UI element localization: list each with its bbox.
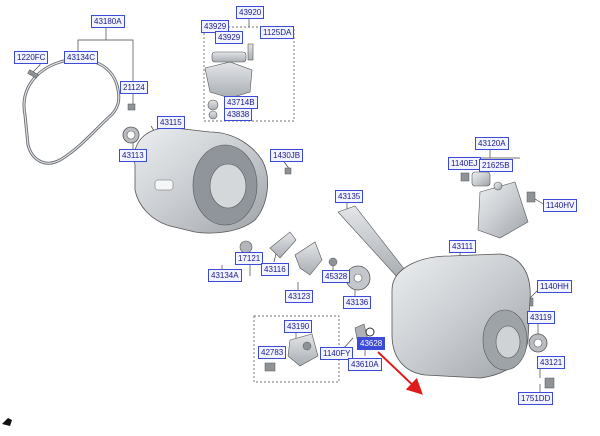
- guide-shape: [294, 241, 323, 276]
- clutch-housing-shape: [133, 127, 268, 234]
- part-label-1140EJ[interactable]: 1140EJ: [448, 157, 481, 170]
- part-label-43111[interactable]: 43111: [449, 240, 477, 253]
- part-label-43136[interactable]: 43136: [343, 296, 372, 309]
- part-label-1140FY[interactable]: 1140FY: [320, 347, 354, 360]
- part-label-1140HH[interactable]: 1140HH: [537, 280, 572, 293]
- part-label-43134A[interactable]: 43134A: [208, 269, 242, 282]
- sensor-shape: [287, 333, 319, 367]
- part-label-43113[interactable]: 43113: [119, 149, 147, 162]
- corner-icon: [2, 418, 12, 426]
- part-label-43116[interactable]: 43116: [261, 263, 289, 276]
- cable-bracket-shape: [337, 205, 406, 279]
- part-label-43920[interactable]: 43920: [236, 6, 265, 19]
- part-label-1220FC[interactable]: 1220FC: [14, 51, 49, 64]
- part-label-43628[interactable]: 43628: [357, 337, 386, 350]
- fork-shape: [269, 231, 297, 259]
- part-label-43838[interactable]: 43838: [224, 108, 253, 121]
- part-label-21124[interactable]: 21124: [120, 81, 148, 94]
- shift-bracket-shape: [204, 43, 254, 120]
- part-label-43929-b[interactable]: 43929: [215, 31, 244, 44]
- o-ring-shape: [365, 327, 375, 337]
- bolt-shape: [328, 257, 338, 267]
- part-label-1751DD[interactable]: 1751DD: [518, 392, 554, 405]
- part-label-1140HV[interactable]: 1140HV: [543, 199, 578, 212]
- part-label-43119[interactable]: 43119: [527, 311, 555, 324]
- part-label-43190[interactable]: 43190: [284, 320, 313, 333]
- part-label-43123[interactable]: 43123: [285, 290, 314, 303]
- part-label-21625B[interactable]: 21625B: [479, 159, 513, 172]
- part-label-43121[interactable]: 43121: [537, 356, 566, 369]
- part-label-43134C[interactable]: 43134C: [64, 51, 99, 64]
- part-label-43610A[interactable]: 43610A: [348, 358, 382, 371]
- mount-bracket-shape: [471, 171, 529, 239]
- transmission-case-shape: [391, 253, 531, 379]
- pointer-arrow: [377, 351, 423, 395]
- part-label-17121[interactable]: 17121: [235, 252, 264, 265]
- part-label-42783[interactable]: 42783: [258, 346, 287, 359]
- part-label-1430JB[interactable]: 1430JB: [270, 149, 304, 162]
- part-label-43120A[interactable]: 43120A: [475, 137, 509, 150]
- part-label-43135[interactable]: 43135: [335, 190, 364, 203]
- part-label-45328[interactable]: 45328: [322, 270, 351, 283]
- part-label-43180A[interactable]: 43180A: [91, 15, 125, 28]
- part-label-1125DA[interactable]: 1125DA: [260, 26, 295, 39]
- part-label-43115[interactable]: 43115: [157, 116, 185, 129]
